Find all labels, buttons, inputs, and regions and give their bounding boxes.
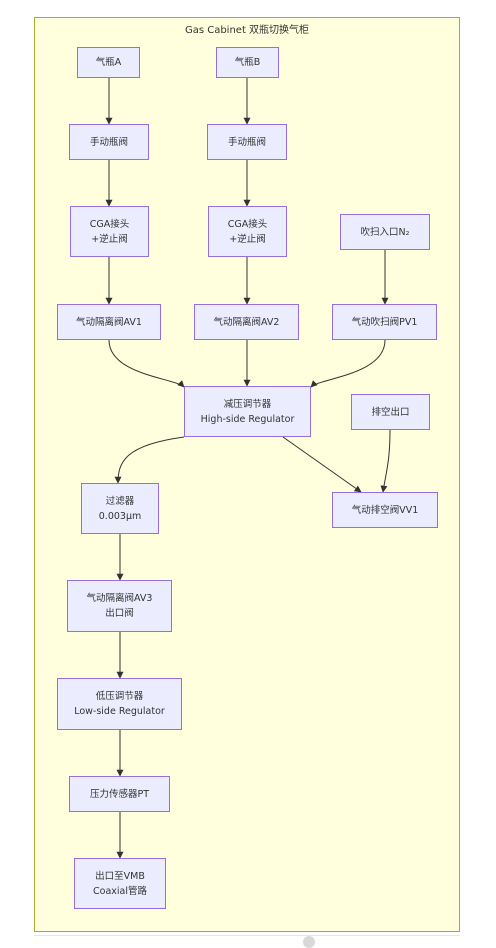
cga-a-line1: CGA接头 bbox=[89, 218, 130, 230]
outlet-vmb-line1: 出口至VMB bbox=[95, 870, 145, 882]
low-side-regulator-node: 低压调节器 Low-side Regulator bbox=[57, 678, 182, 730]
cga-a-node: CGA接头 +逆止阀 bbox=[70, 206, 149, 257]
vent-outlet-label: 排空出口 bbox=[371, 406, 410, 418]
av2-node: 气动隔离阀AV2 bbox=[194, 304, 299, 340]
outlet-vmb-line2: Coaxial管路 bbox=[93, 885, 147, 897]
edge-high-regulator-to-filter bbox=[114, 436, 185, 484]
cga-b-line1: CGA接头 bbox=[227, 218, 268, 230]
cga-a-line2: +逆止阀 bbox=[91, 233, 128, 245]
cylinder-a-label: 气瓶A bbox=[95, 57, 122, 68]
av2-label: 气动隔离阀AV2 bbox=[213, 316, 280, 328]
purge-inlet-label: 吹扫入口N₂ bbox=[360, 226, 410, 238]
high-regulator-line2: High-side Regulator bbox=[200, 413, 295, 425]
filter-node: 过滤器 0.003μm bbox=[81, 483, 159, 534]
edge-vent-outlet-to-vv1 bbox=[380, 429, 391, 493]
filter-line1: 过滤器 bbox=[105, 495, 135, 507]
cga-b-node: CGA接头 +逆止阀 bbox=[208, 206, 287, 257]
edge-av1-to-high-regulator bbox=[108, 339, 185, 388]
av3-line2: 出口阀 bbox=[105, 608, 134, 619]
edge-pv1-to-high-regulator bbox=[310, 339, 386, 388]
manual-valve-b-node: 手动瓶阀 bbox=[207, 124, 287, 160]
edge-high-regulator-to-vv1 bbox=[282, 436, 362, 493]
cylinder-b-node: 气瓶B bbox=[216, 47, 279, 78]
av3-node: 气动隔离阀AV3 出口阀 bbox=[67, 580, 172, 632]
vv1-label: 气动排空阀VV1 bbox=[351, 504, 419, 516]
pv1-node: 气动吹扫阀PV1 bbox=[332, 304, 437, 340]
high-side-regulator-node: 减压调节器 High-side Regulator bbox=[184, 386, 311, 437]
scroll-indicator[interactable] bbox=[303, 936, 315, 948]
manual-valve-a-label: 手动瓶阀 bbox=[89, 136, 128, 148]
low-regulator-line2: Low-side Regulator bbox=[74, 706, 165, 717]
high-regulator-line1: 减压调节器 bbox=[223, 398, 272, 410]
cga-b-line2: +逆止阀 bbox=[229, 233, 266, 245]
pressure-transducer-label: 压力传感器PT bbox=[89, 788, 150, 800]
manual-valve-b-label: 手动瓶阀 bbox=[227, 136, 266, 148]
outlet-vmb-node: 出口至VMB Coaxial管路 bbox=[74, 858, 166, 909]
vent-outlet-node: 排空出口 bbox=[351, 394, 430, 430]
filter-line2: 0.003μm bbox=[98, 510, 142, 522]
cluster-title: Gas Cabinet 双瓶切换气柜 bbox=[184, 25, 310, 36]
av1-node: 气动隔离阀AV1 bbox=[57, 304, 161, 340]
pressure-transducer-node: 压力传感器PT bbox=[69, 776, 170, 812]
purge-inlet-node: 吹扫入口N₂ bbox=[340, 214, 430, 250]
vv1-node: 气动排空阀VV1 bbox=[332, 492, 438, 528]
av3-line1: 气动隔离阀AV3 bbox=[86, 593, 153, 604]
cylinder-b-label: 气瓶B bbox=[234, 57, 261, 68]
low-regulator-line1: 低压调节器 bbox=[95, 691, 144, 702]
cylinder-a-node: 气瓶A bbox=[77, 47, 140, 78]
av1-label: 气动隔离阀AV1 bbox=[76, 316, 142, 328]
manual-valve-a-node: 手动瓶阀 bbox=[69, 124, 149, 160]
pv1-label: 气动吹扫阀PV1 bbox=[351, 316, 418, 328]
bottom-divider bbox=[34, 935, 460, 936]
